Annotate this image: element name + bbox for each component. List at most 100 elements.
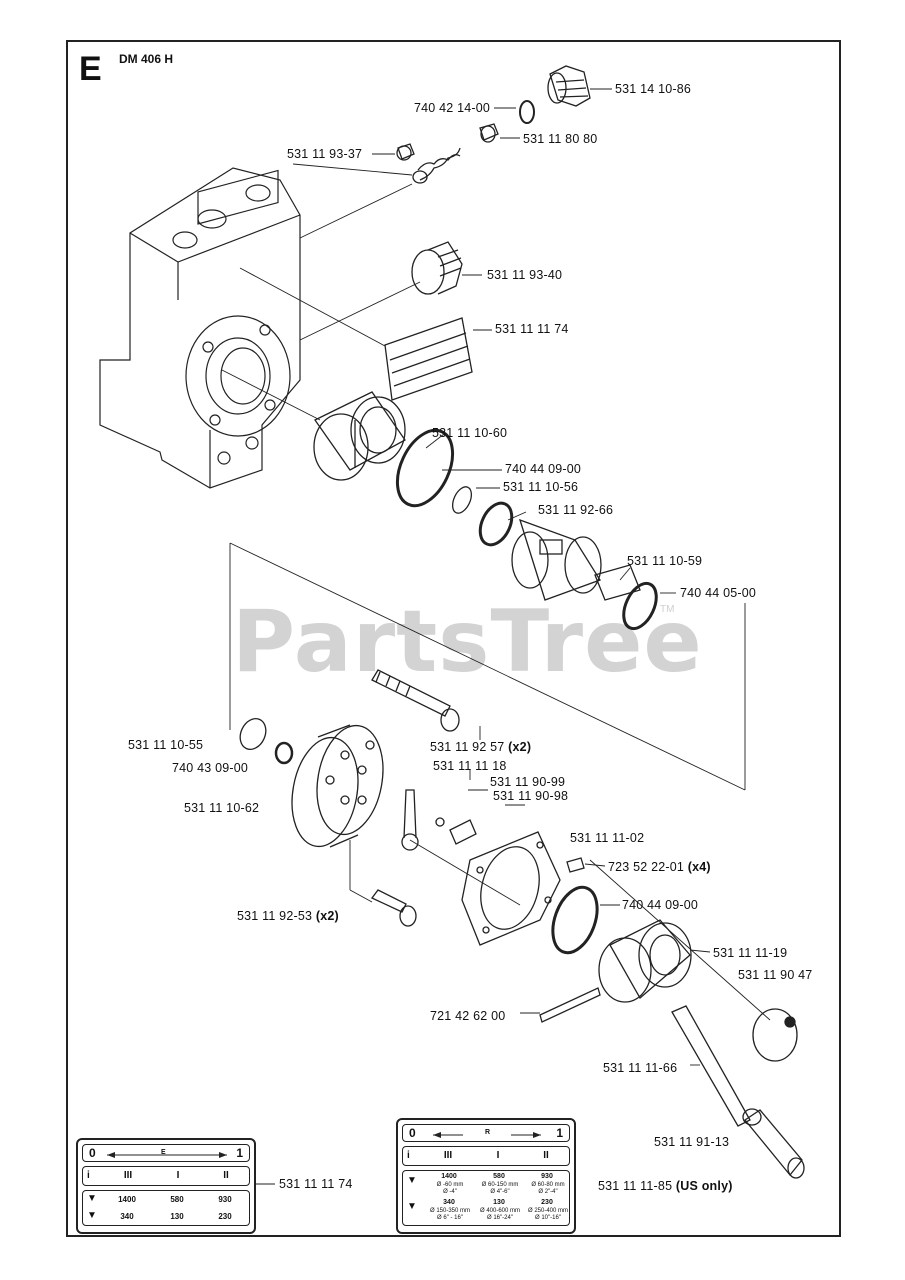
rpm-value: 930 — [218, 1195, 232, 1204]
part-label-531-11-92-66[interactable]: 531 11 92-66 — [538, 503, 614, 517]
part-label-531-11-11-18[interactable]: 531 11 11 18 — [433, 759, 507, 773]
roll-pin — [539, 987, 601, 1023]
part-label-531-11-90-99[interactable]: 531 11 90-99 — [490, 775, 566, 789]
load-icon: ▼ — [407, 1175, 417, 1186]
valve-cylinder — [313, 391, 406, 481]
cylinder-housing — [598, 919, 692, 1003]
section-letter: E — [79, 50, 102, 88]
decal-row-gears: i III I II — [402, 1146, 570, 1166]
o-ring-large-2 — [551, 885, 599, 955]
position-mid: E — [161, 1149, 166, 1156]
part-label-740-43-09-00[interactable]: 740 43 09-00 — [172, 761, 249, 775]
part-label-531-11-92-57[interactable]: 531 11 92 57 (x2) — [430, 740, 532, 754]
idle-icon: ▼ — [407, 1201, 417, 1212]
part-label-531-11-90-98[interactable]: 531 11 90-98 — [493, 789, 569, 803]
part-label-740-44-09-00-b[interactable]: 740 44 09-00 — [622, 898, 699, 912]
part-label-531-11-11-66[interactable]: 531 11 11-66 — [603, 1061, 678, 1075]
part-label-531-11-10-56[interactable]: 531 11 10-56 — [503, 480, 579, 494]
part-label-531-11-11-74-b[interactable]: 531 11 11 74 — [279, 1177, 353, 1191]
position-zero: 0 — [409, 1126, 416, 1140]
position-zero: 0 — [89, 1146, 96, 1160]
gear-label: III — [443, 1150, 453, 1161]
rpm-value: 340 — [443, 1199, 455, 1206]
o-ring-small — [519, 100, 535, 124]
pin-pusher — [401, 789, 419, 851]
o-ring-mid — [478, 501, 514, 547]
part-label-531-11-11-85[interactable]: 531 11 11-85 (US only) — [598, 1179, 733, 1193]
gear-label: I — [496, 1150, 500, 1161]
o-ring-tiny — [274, 741, 294, 765]
part-label-740-42-14-00[interactable]: 740 42 14-00 — [414, 101, 491, 115]
screw-x4 — [566, 857, 585, 873]
diameter-value: Ø -60 mm Ø -4" — [436, 1182, 464, 1195]
part-label-723-52-22-01[interactable]: 723 52 22-01 (x4) — [608, 860, 711, 874]
screw-small — [435, 817, 477, 845]
part-label-531-11-11-19[interactable]: 531 11 11-19 — [713, 946, 788, 960]
part-label-721-42-62-00[interactable]: 721 42 62 00 — [430, 1009, 506, 1023]
load-icon: ▼ — [87, 1193, 97, 1204]
o-ring-small-2 — [622, 581, 658, 631]
diagram-frame — [66, 40, 841, 1237]
label-plate — [384, 317, 473, 401]
gear-label: II — [543, 1150, 549, 1161]
small-plug-3 — [479, 123, 499, 143]
part-label-531-11-11-02[interactable]: 531 11 11-02 — [570, 831, 645, 845]
decal-row-rpm: ▼ ▼ 1400 580 930 Ø -60 mm Ø -4" Ø 60-150… — [402, 1170, 570, 1226]
washer-2 — [239, 717, 267, 751]
diameter-value: Ø 250-400 mm Ø 10"-16" — [527, 1208, 569, 1221]
diameter-value: Ø 150-350 mm Ø 6" - 16" — [429, 1208, 471, 1221]
rpm-value: 130 — [493, 1199, 505, 1206]
decal-row-rpm: ▼ ▼ 1400 580 930 340 130 230 — [82, 1190, 250, 1226]
watermark-tm: TM — [660, 604, 675, 615]
part-label-740-44-09-00-a[interactable]: 740 44 09-00 — [505, 462, 582, 476]
spool — [511, 518, 641, 601]
rpm-value: 130 — [170, 1212, 184, 1221]
info-icon: i — [407, 1150, 410, 1161]
part-label-740-44-05-00[interactable]: 740 44 05-00 — [680, 586, 757, 600]
lever-shaft — [671, 1005, 805, 1179]
rpm-value: 340 — [120, 1212, 134, 1221]
washer-1 — [451, 486, 473, 514]
decal-row-position: 0 1 E — [82, 1144, 250, 1162]
spring-valve — [396, 143, 461, 184]
gasket-plate — [461, 831, 561, 946]
part-label-531-11-10-55[interactable]: 531 11 10-55 — [128, 738, 204, 752]
idle-icon: ▼ — [87, 1210, 97, 1221]
gear-label: III — [123, 1170, 133, 1181]
part-label-531-11-10-59[interactable]: 531 11 10-59 — [627, 554, 703, 568]
part-label-531-11-93-40[interactable]: 531 11 93-40 — [487, 268, 563, 282]
arrow-icon — [107, 1152, 227, 1158]
part-label-531-11-10-60[interactable]: 531 11 10-60 — [432, 426, 508, 440]
rpm-value: 230 — [218, 1212, 232, 1221]
rpm-value: 580 — [493, 1173, 505, 1180]
info-icon: i — [87, 1170, 90, 1181]
selector-decal-right: 0 1 R i III I II ▼ ▼ 1400 580 930 Ø -60 … — [396, 1118, 576, 1234]
flange — [291, 724, 384, 848]
rpm-value: 1400 — [118, 1195, 136, 1204]
part-label-531-11-10-62[interactable]: 531 11 10-62 — [184, 801, 260, 815]
diameter-value: Ø 60-80 mm Ø 2"-4" — [531, 1182, 565, 1195]
part-label-531-11-92-53[interactable]: 531 11 92-53 (x2) — [237, 909, 339, 923]
cap — [752, 1008, 798, 1062]
valve-body — [99, 167, 301, 489]
part-label-531-11-80-80[interactable]: 531 11 80 80 — [523, 132, 598, 146]
part-label-531-14-10-86[interactable]: 531 14 10-86 — [615, 82, 692, 96]
o-ring-large-1 — [395, 428, 455, 508]
part-label-531-11-93-37[interactable]: 531 11 93-37 — [287, 147, 363, 161]
rpm-value: 930 — [541, 1173, 553, 1180]
part-label-531-11-11-74[interactable]: 531 11 11 74 — [495, 322, 569, 336]
decal-row-gears: i III I II — [82, 1166, 250, 1186]
part-label-531-11-90-47[interactable]: 531 11 90 47 — [738, 968, 813, 982]
rpm-value: 580 — [170, 1195, 184, 1204]
plug-top — [547, 65, 591, 107]
leader-lines — [221, 88, 771, 1185]
gear-label: I — [176, 1170, 180, 1181]
diameter-value: Ø 60-150 mm Ø 4"-6" — [481, 1182, 519, 1195]
selector-decal-left: 0 1 E i III I II ▼ ▼ 1400 580 930 340 13… — [76, 1138, 256, 1234]
rpm-value: 230 — [541, 1199, 553, 1206]
part-label-531-11-91-13[interactable]: 531 11 91-13 — [654, 1135, 730, 1149]
gear-label: II — [223, 1170, 229, 1181]
model-name: DM 406 H — [119, 52, 174, 66]
position-one: 1 — [556, 1126, 563, 1140]
